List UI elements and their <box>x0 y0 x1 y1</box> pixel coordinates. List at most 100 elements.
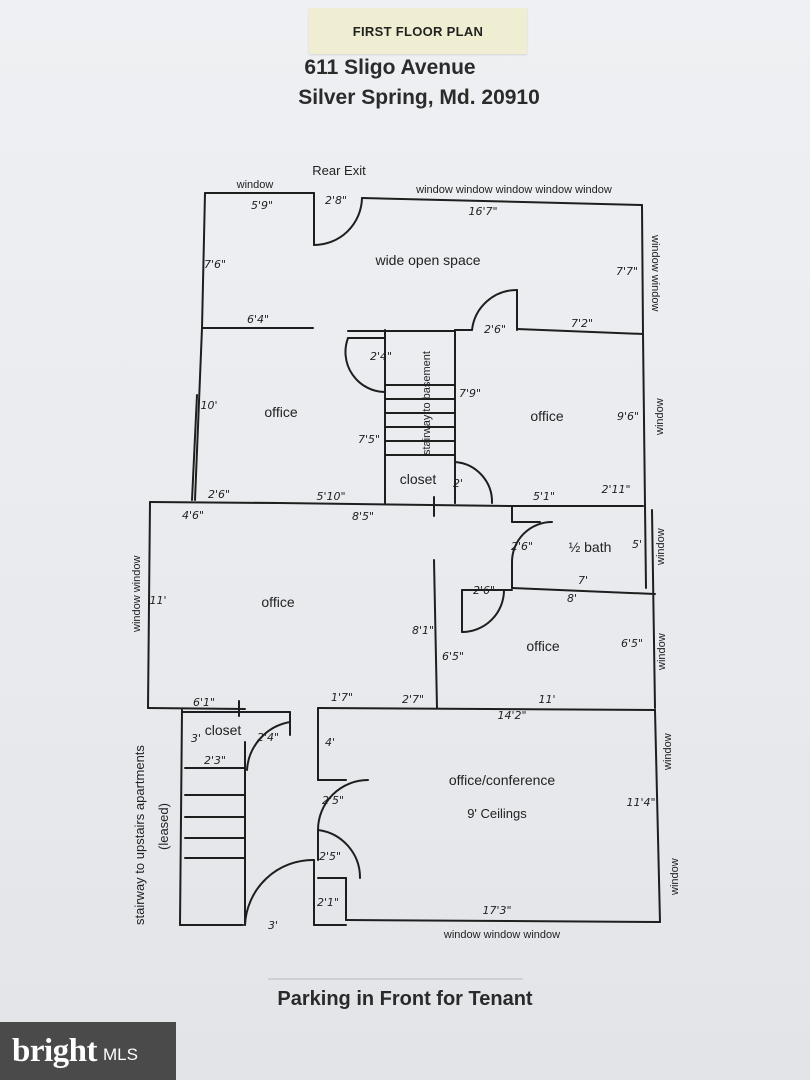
dim-11-b: 11' <box>538 693 555 706</box>
dim-2-11: 2'11" <box>601 483 630 496</box>
dim-5-1: 5'1" <box>533 490 555 503</box>
label-window-right-5: window <box>662 733 674 771</box>
door-office-e-swing <box>461 589 505 633</box>
dim-8: 8' <box>567 592 577 605</box>
dim-8-5: 8'5" <box>352 510 374 523</box>
dim-2-5-a: 2'5" <box>322 794 344 807</box>
dim-2-6-door: 2'6" <box>473 584 495 597</box>
dim-7-6: 7'6" <box>204 258 226 271</box>
dim-2-3: 2'3" <box>204 754 226 767</box>
label-wide-open: wide open space <box>374 252 480 268</box>
dim-2-7: 2'7" <box>402 693 424 706</box>
dim-17-3: 17'3" <box>482 904 511 917</box>
dim-7-9: 7'9" <box>459 387 481 400</box>
wall-lower-left <box>149 501 279 504</box>
label-window-top-left: window <box>236 179 274 191</box>
label-closet-sw: closet <box>205 722 242 738</box>
wall-left-office <box>194 327 203 501</box>
dim-5-bath: 5' <box>632 538 642 551</box>
wall-open-right <box>516 328 644 335</box>
label-office-w: office <box>261 594 294 610</box>
label-rear-exit: Rear Exit <box>312 163 366 178</box>
dim-4: 4' <box>325 736 335 749</box>
brand-logo: bright <box>12 1032 98 1069</box>
wall-office-e-left <box>433 559 438 709</box>
label-office-nw: office <box>264 404 297 420</box>
dim-7: 7' <box>578 574 588 587</box>
label-window-right-2: window <box>654 398 666 436</box>
wall-right-top <box>641 204 644 335</box>
address-line-2: Silver Spring, Md. 20910 <box>298 86 540 109</box>
dim-5-10: 5'10" <box>316 490 345 503</box>
dim-11: 11' <box>149 594 166 607</box>
dim-1-7: 1'7" <box>331 691 353 704</box>
label-window-right-6: window <box>669 858 681 896</box>
closet-sw-door-swing <box>246 721 291 771</box>
dim-10: 10' <box>200 399 217 412</box>
label-windows-bottom: window window window <box>443 929 560 941</box>
wall-right-bath <box>644 505 647 589</box>
label-office-e: office <box>526 638 559 654</box>
wall-left-lower <box>147 501 151 709</box>
wall-left-office-2 <box>191 394 198 501</box>
wall-708-right <box>317 707 656 711</box>
brand-watermark: bright MLS <box>0 1022 176 1080</box>
hall-door-2 <box>317 829 362 879</box>
dim-11-4: 11'4" <box>626 796 655 809</box>
dim-2-5-b: 2'5" <box>319 850 341 863</box>
door-26-swing <box>471 288 518 331</box>
label-stair-basement: stairway to basement <box>421 351 433 455</box>
label-window-right-4: window <box>656 633 668 671</box>
dim-9-6: 9'6" <box>617 410 639 423</box>
label-windows-left: window window <box>131 556 143 633</box>
dim-5-9: 5'9" <box>251 199 273 212</box>
dim-7-2: 7'2" <box>571 317 593 330</box>
dim-3-closet: 3' <box>191 732 201 745</box>
dim-6-5-b: 6'5" <box>621 637 643 650</box>
wall-right-outer <box>651 509 656 709</box>
bath-wall-bottom <box>511 587 656 595</box>
label-office-ne: office <box>530 408 563 424</box>
dim-2: 2' <box>453 477 463 490</box>
wall-right-mid <box>642 333 646 507</box>
label-office-conference: office/conference <box>449 772 556 788</box>
dim-2-6-mid: 2'6" <box>208 488 230 501</box>
plan-title-sticker: FIRST FLOOR PLAN <box>309 8 527 54</box>
label-window-right-top: window window <box>649 234 661 311</box>
door-24-swing <box>344 337 386 393</box>
dim-2-1: 2'1" <box>317 896 339 909</box>
dim-6-5-a: 6'5" <box>442 650 464 663</box>
rear-door-swing <box>313 197 363 246</box>
wall-bottom <box>345 919 661 923</box>
dim-6-1: 6'1" <box>193 696 215 709</box>
wall-right-bottom <box>654 709 661 923</box>
dim-2-4-closet: 2'4" <box>257 731 279 744</box>
bath-door-swing <box>511 521 553 563</box>
label-half-bath: ½ bath <box>569 539 612 555</box>
closet-door-swing <box>454 461 494 504</box>
dim-2-6-bath: 2'6" <box>511 540 533 553</box>
dim-14-2: 14'2" <box>497 709 526 722</box>
dim-7-7: 7'7" <box>616 265 638 278</box>
stair-up-wall-left <box>179 709 183 926</box>
wall-top-right <box>361 197 643 206</box>
wall-708-left <box>147 707 246 710</box>
dim-2-4: 2'4" <box>370 350 392 363</box>
brand-sub: MLS <box>103 1045 138 1064</box>
parking-note: Parking in Front for Tenant <box>277 988 533 1010</box>
hall-door-1 <box>317 779 369 831</box>
dim-3-door: 3' <box>268 919 278 932</box>
label-closet-center: closet <box>400 471 437 487</box>
wall-lower-mid <box>278 502 513 507</box>
label-stair-upstairs: stairway to upstairs apartments <box>132 745 147 925</box>
label-leased: (leased) <box>156 803 171 850</box>
dim-2-8: 2'8" <box>325 194 347 207</box>
dim-6-4: 6'4" <box>247 313 269 326</box>
dim-7-5: 7'5" <box>358 433 380 446</box>
wall-left-top <box>201 192 206 329</box>
dim-2-6-top: 2'6" <box>484 323 506 336</box>
dim-16-7: 16'7" <box>468 205 497 218</box>
address-line-1: 611 Sligo Avenue <box>304 56 476 79</box>
